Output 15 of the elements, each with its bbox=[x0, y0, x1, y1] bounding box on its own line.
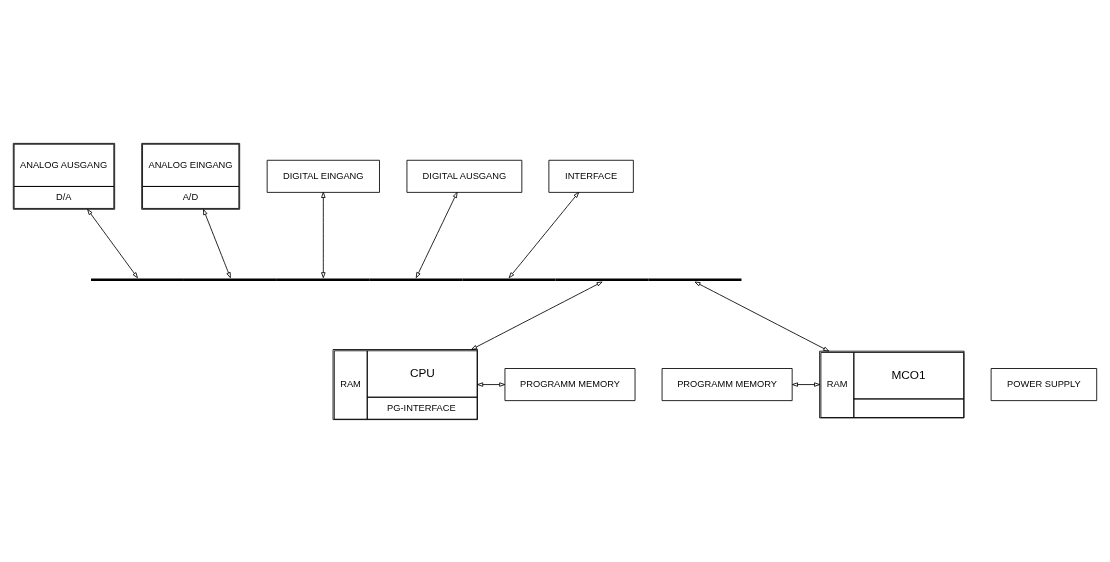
arrow bbox=[203, 208, 231, 278]
arrow bbox=[87, 208, 138, 278]
node-box: PROGRAMM MEMORY bbox=[504, 367, 636, 401]
node-box: INTERFACE bbox=[548, 159, 634, 193]
arrow bbox=[321, 191, 326, 278]
node-box: DIGITAL AUSGANG bbox=[406, 159, 523, 193]
arrow bbox=[694, 281, 830, 351]
arrow bbox=[477, 381, 506, 387]
node-box: DIGITAL EINGANG bbox=[266, 159, 380, 193]
arrow bbox=[792, 381, 821, 387]
arrow bbox=[471, 281, 603, 350]
arrow bbox=[508, 191, 580, 278]
arrow bbox=[415, 191, 458, 278]
node-box: PROGRAMM MEMORY bbox=[661, 367, 793, 401]
node-box: POWER SUPPLY bbox=[990, 367, 1098, 401]
